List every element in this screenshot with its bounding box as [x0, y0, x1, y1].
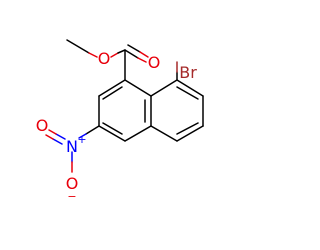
nitrogen-charge-label: +	[77, 133, 86, 146]
bond-n-o-top-b	[52, 138, 63, 145]
bond-c3-c4	[98, 125, 126, 142]
bond-c3-n	[85, 125, 100, 135]
ester-oxygen-label: O	[98, 49, 111, 68]
bond-c8-c7	[176, 79, 204, 97]
bond-c8a-c1	[124, 79, 152, 97]
bond-methyl-o	[66, 39, 90, 54]
nitro-oxygen-bottom-label: O	[66, 174, 79, 193]
bond-carbonyl-double-a-red	[137, 57, 147, 63]
bond-n-o-top-a	[55, 133, 66, 140]
bond-c1-c2	[98, 79, 126, 97]
bond-n-o-top-a-red	[48, 129, 57, 135]
bond-c5-c4a	[150, 125, 178, 142]
structure-canvas: O O Br N + O O −	[36, 39, 204, 203]
bond-c6-c5-inner	[176, 122, 199, 135]
bond-c1-c2-inner	[102, 86, 123, 100]
nitrogen-label: N	[66, 137, 78, 156]
molecule-structure: O O Br N + O O −	[36, 39, 204, 203]
bromine-label: Br	[179, 63, 197, 82]
bond-c3-c4-inner	[102, 122, 123, 135]
bond-c8-c7-inner	[176, 86, 199, 100]
bond-methyl-o-red	[88, 52, 98, 58]
bond-o-carbonyl-red	[110, 52, 119, 58]
bond-c6-c5	[176, 125, 204, 142]
bond-carbonyl-double-b-red	[139, 51, 149, 58]
bond-c8a-c8	[150, 79, 178, 97]
bond-c4-c4a	[124, 125, 152, 142]
bond-o-carbonyl	[117, 49, 126, 54]
bond-n-o-top-b-red	[45, 134, 54, 140]
bond-c3-n-blue	[78, 133, 87, 139]
nitro-oxygen-top-label: O	[36, 116, 49, 135]
bond-carbonyl-double-b	[127, 44, 141, 53]
nitro-oxygen-charge-label: −	[67, 190, 76, 203]
bond-carbonyl-double-a	[124, 49, 139, 59]
carbonyl-oxygen-label: O	[148, 53, 161, 72]
